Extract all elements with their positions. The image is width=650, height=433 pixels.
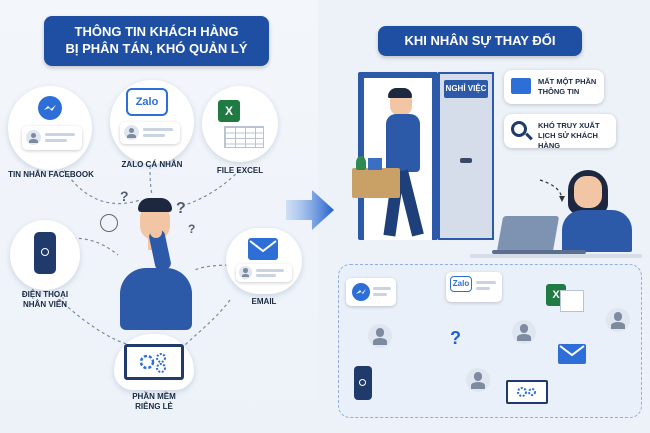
zalo-message-card xyxy=(120,122,180,144)
question-mark-icon: ? xyxy=(188,222,196,236)
email-icon xyxy=(248,238,278,260)
email-message-card xyxy=(236,264,292,282)
software-source-circle xyxy=(114,334,194,390)
phone-label-line2: NHÂN VIÊN xyxy=(22,300,67,309)
resign-sign: NGHỈ VIỆC xyxy=(444,80,488,98)
right-title: KHI NHÂN SỰ THAY ĐỔI xyxy=(378,26,582,56)
person-icon xyxy=(26,130,41,145)
bubble2-line2: LỊCH SỬ KHÁCH HÀNG xyxy=(538,131,598,150)
zalo-card: Zalo xyxy=(446,272,502,302)
folder-icon xyxy=(511,78,531,94)
binder-icon xyxy=(368,158,382,170)
spreadsheet-grid xyxy=(224,126,264,148)
left-title: THÔNG TIN KHÁCH HÀNG BỊ PHÂN TÁN, KHÓ QU… xyxy=(44,16,269,66)
woman-body xyxy=(562,210,632,252)
software-label-line2: RIÊNG LẺ xyxy=(135,402,173,411)
left-title-line2: BỊ PHÂN TÁN, KHÓ QUẢN LÝ xyxy=(65,41,248,56)
zalo-icon: Zalo xyxy=(450,276,472,292)
excel-label: FILE EXCEL xyxy=(216,166,264,175)
messenger-card xyxy=(346,278,396,306)
zalo-source-circle: Zalo xyxy=(110,80,194,164)
messenger-icon xyxy=(352,283,370,301)
person-icon xyxy=(239,266,252,279)
settings-gear-icon xyxy=(517,387,536,397)
confused-man-illustration xyxy=(110,190,200,330)
employee-body xyxy=(386,114,420,172)
phone-source-circle xyxy=(10,220,80,290)
monitor-icon xyxy=(124,344,184,380)
employee-leg xyxy=(396,169,424,237)
tangle-icon xyxy=(100,214,118,232)
laptop-base xyxy=(492,250,586,254)
facebook-source-circle xyxy=(8,86,92,170)
facebook-label: TIN NHẮN FACEBOOK xyxy=(8,170,94,179)
stressed-woman-illustration xyxy=(556,160,638,252)
man-body xyxy=(120,268,192,330)
phone-label: ĐIỆN THOẠI NHÂN VIÊN xyxy=(6,290,84,310)
desk xyxy=(470,254,642,258)
monitor-icon xyxy=(506,380,548,404)
left-title-line1: THÔNG TIN KHÁCH HÀNG xyxy=(74,24,239,39)
excel-icon: X xyxy=(218,100,240,122)
person-icon xyxy=(466,368,490,392)
question-mark-icon: ? xyxy=(450,328,461,348)
phone-icon xyxy=(354,366,372,400)
email-icon xyxy=(558,344,586,364)
door-panel: NGHỈ VIỆC xyxy=(438,72,494,240)
leaving-employee-illustration xyxy=(372,88,442,238)
phone-label-line1: ĐIỆN THOẠI xyxy=(21,290,69,299)
person-icon xyxy=(368,324,392,348)
zalo-label: ZALO CÁ NHÂN xyxy=(121,160,183,169)
employee-hair xyxy=(388,88,412,98)
phone-icon xyxy=(34,232,56,274)
messenger-icon xyxy=(38,96,62,120)
door-handle xyxy=(460,158,472,163)
email-label: EMAIL xyxy=(251,297,277,306)
bubble1-line1: MẤT MỘT PHẦN xyxy=(538,77,597,86)
software-label-line1: PHẦN MỀM xyxy=(132,392,176,401)
bubble2-line1: KHÓ TRUY XUẤT xyxy=(538,121,600,130)
cardboard-box xyxy=(352,168,400,198)
software-label: PHẦN MỀM RIÊNG LẺ xyxy=(114,392,194,412)
search-icon xyxy=(511,121,527,137)
person-icon xyxy=(606,308,630,332)
spreadsheet-grid xyxy=(560,290,584,312)
question-mark-icon: ? xyxy=(120,188,129,204)
man-hand xyxy=(150,226,162,238)
laptop-screen xyxy=(496,216,560,252)
person-icon xyxy=(124,125,139,140)
email-source-circle xyxy=(226,228,302,294)
question-mark-icon: ? xyxy=(176,200,186,217)
facebook-message-card xyxy=(22,126,82,150)
plant-icon xyxy=(356,156,366,170)
zalo-icon: Zalo xyxy=(126,88,168,116)
bubble1-line2: THÔNG TIN xyxy=(538,87,580,96)
excel-source-circle: X xyxy=(202,86,278,162)
man-hair xyxy=(138,198,172,212)
person-icon xyxy=(512,320,536,344)
woman-face xyxy=(574,176,602,208)
